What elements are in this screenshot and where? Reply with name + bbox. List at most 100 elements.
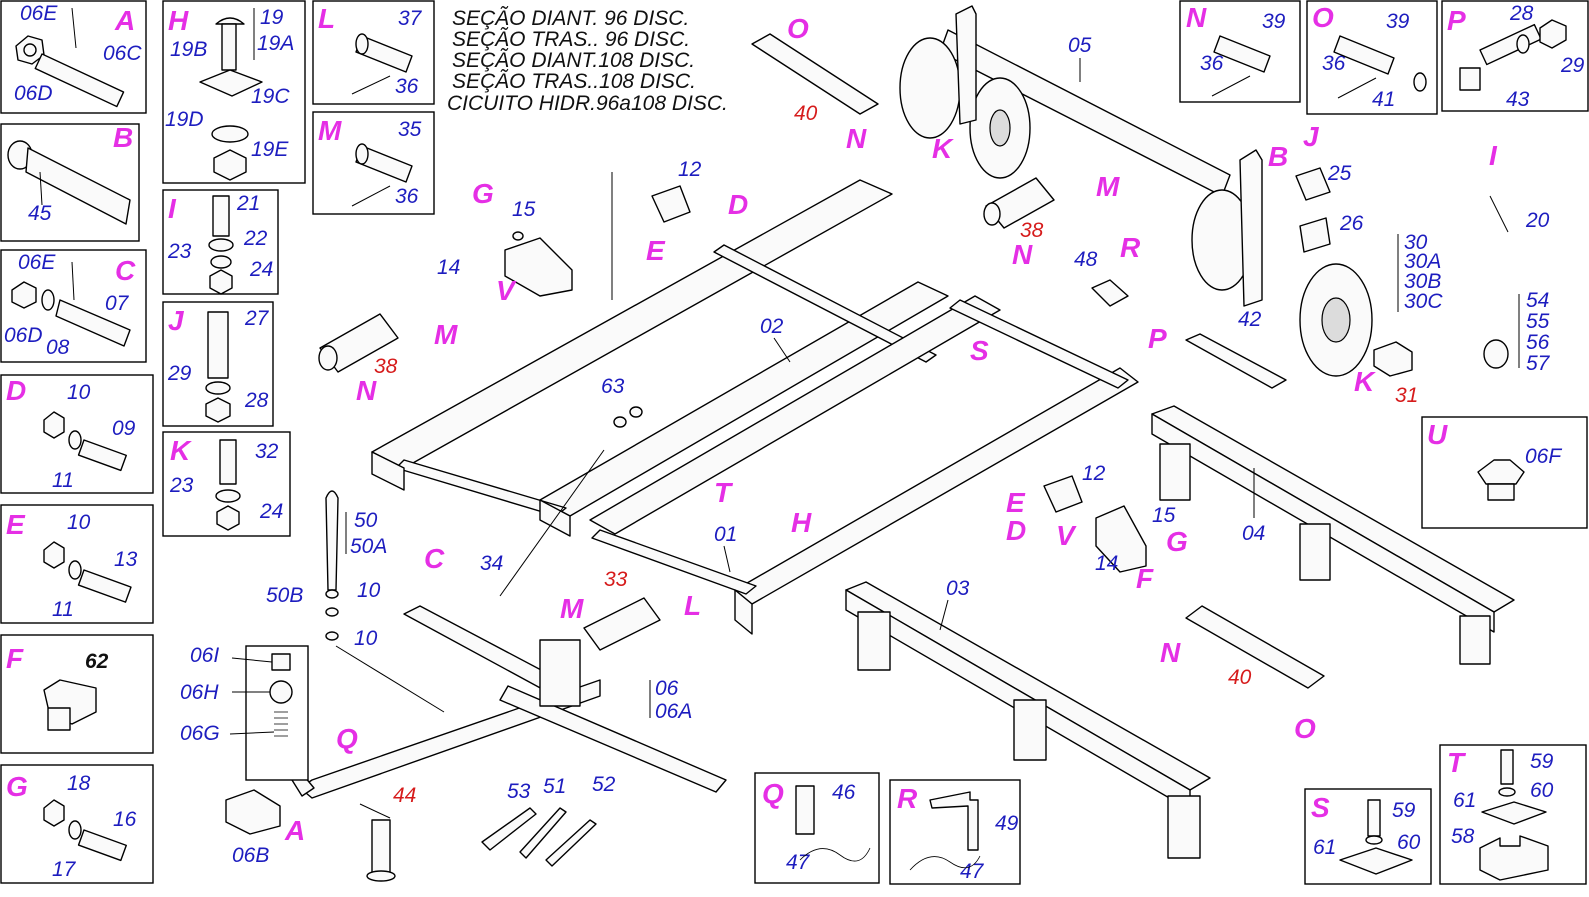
nut-icon — [205, 397, 231, 423]
washer-icon — [41, 289, 55, 311]
svg-text:47: 47 — [786, 851, 811, 874]
svg-text:T: T — [1447, 747, 1467, 778]
svg-text:I: I — [168, 193, 177, 224]
detail-box-b: B 45 — [0, 122, 140, 242]
hinge-plate-icon — [1043, 475, 1083, 513]
washer-icon — [205, 381, 231, 395]
wrench-icon — [545, 819, 597, 867]
washer-icon — [68, 820, 82, 840]
svg-text:30: 30 — [1404, 231, 1428, 254]
nut-icon — [1539, 19, 1567, 49]
svg-text:59: 59 — [1530, 750, 1554, 773]
detail-box-g: G 18 16 17 — [0, 764, 154, 884]
svg-text:27: 27 — [244, 307, 270, 330]
svg-text:58: 58 — [1451, 825, 1475, 848]
bracket-icon — [504, 237, 573, 297]
svg-text:50A: 50A — [350, 535, 387, 558]
svg-text:H: H — [168, 5, 189, 36]
svg-text:J: J — [1303, 121, 1320, 152]
cylinder-mid: M 38 N — [983, 171, 1120, 270]
svg-text:04: 04 — [1242, 522, 1265, 545]
svg-text:47: 47 — [960, 860, 985, 883]
svg-text:D: D — [6, 375, 26, 406]
svg-text:A: A — [114, 5, 135, 36]
pin-icon — [55, 299, 131, 347]
svg-text:N: N — [1012, 239, 1033, 270]
svg-text:29: 29 — [167, 362, 192, 385]
svg-text:C: C — [424, 543, 445, 574]
svg-text:51: 51 — [543, 775, 566, 798]
bolt-icon — [77, 569, 132, 603]
pin-icon — [795, 785, 815, 835]
title-line-3: SEÇÃO DIANT.108 DISC. — [452, 48, 695, 72]
bushing-54: 54 55 56 57 — [1483, 289, 1551, 375]
hinge-plate-icon — [651, 185, 691, 223]
frame-01: 01 — [589, 295, 1139, 635]
bolt-icon — [34, 53, 125, 108]
plate-48: 48 R — [1074, 232, 1141, 307]
svg-text:06H: 06H — [180, 681, 219, 704]
svg-text:43: 43 — [1506, 88, 1530, 111]
svg-text:E: E — [646, 235, 666, 266]
svg-text:30A: 30A — [1404, 250, 1441, 273]
svg-text:24: 24 — [259, 500, 283, 523]
hub-icon — [1373, 341, 1413, 377]
svg-text:V: V — [496, 275, 517, 306]
svg-text:06E: 06E — [18, 251, 56, 274]
cylinder-right: N 40 O — [1160, 605, 1325, 744]
cylinder-low: 33 M L — [560, 568, 701, 651]
svg-text:06: 06 — [655, 677, 679, 700]
svg-text:35: 35 — [398, 118, 422, 141]
svg-text:B: B — [1268, 141, 1288, 172]
svg-text:62: 62 — [85, 650, 109, 673]
svg-text:N: N — [1186, 2, 1207, 33]
svg-text:61: 61 — [1313, 836, 1336, 859]
svg-text:A: A — [284, 815, 305, 846]
svg-text:R: R — [897, 783, 918, 814]
bracket-right: 12 E D V 15 G 14 F — [1006, 462, 1188, 594]
ball-icon — [269, 680, 293, 704]
svg-text:23: 23 — [169, 474, 194, 497]
svg-text:D: D — [1006, 515, 1026, 546]
washer-icon — [1365, 835, 1383, 845]
svg-text:53: 53 — [507, 780, 531, 803]
svg-text:15: 15 — [512, 198, 536, 221]
svg-text:K: K — [1354, 366, 1376, 397]
svg-text:19A: 19A — [257, 32, 294, 55]
svg-text:06I: 06I — [190, 644, 219, 667]
pin-icon — [1213, 35, 1271, 73]
title-line-5: CICUITO HIDR.96a108 DISC. — [447, 92, 728, 115]
svg-text:37: 37 — [398, 7, 423, 30]
svg-text:38: 38 — [1020, 219, 1044, 242]
wrenches: 53 51 52 — [481, 773, 616, 867]
detail-box-d: D 10 09 11 — [0, 374, 154, 494]
svg-text:29: 29 — [1560, 54, 1585, 77]
svg-text:06C: 06C — [103, 42, 142, 65]
nut-icon — [213, 149, 247, 181]
detail-box-p: P 28 29 43 — [1441, 0, 1589, 112]
hitch: 06B U A Q C — [225, 543, 445, 867]
l-pin-icon — [929, 791, 979, 851]
svg-text:N: N — [846, 123, 867, 154]
pin-icon — [1333, 35, 1395, 75]
svg-text:E: E — [1006, 487, 1026, 518]
svg-text:11: 11 — [52, 469, 74, 492]
detail-box-m: M 35 36 — [312, 111, 435, 215]
svg-text:36: 36 — [1322, 52, 1346, 75]
svg-text:10: 10 — [357, 579, 381, 602]
svg-text:10: 10 — [67, 381, 91, 404]
svg-text:55: 55 — [1526, 310, 1550, 333]
cylinder-top: O 40 N — [751, 13, 879, 154]
svg-text:O: O — [1312, 2, 1334, 33]
svg-text:U: U — [1427, 419, 1448, 450]
plate-icon — [1339, 847, 1413, 875]
bolt-head-icon — [1459, 67, 1481, 91]
bolt-icon — [1500, 749, 1514, 785]
drawbar: 06 06A — [299, 605, 727, 799]
svg-text:Q: Q — [336, 723, 358, 754]
svg-text:49: 49 — [995, 812, 1019, 835]
svg-text:19D: 19D — [165, 108, 204, 131]
nut-icon — [43, 411, 65, 439]
title-block: SEÇÃO DIANT. 96 DISC. SEÇÃO TRAS.. 96 DI… — [447, 6, 728, 115]
